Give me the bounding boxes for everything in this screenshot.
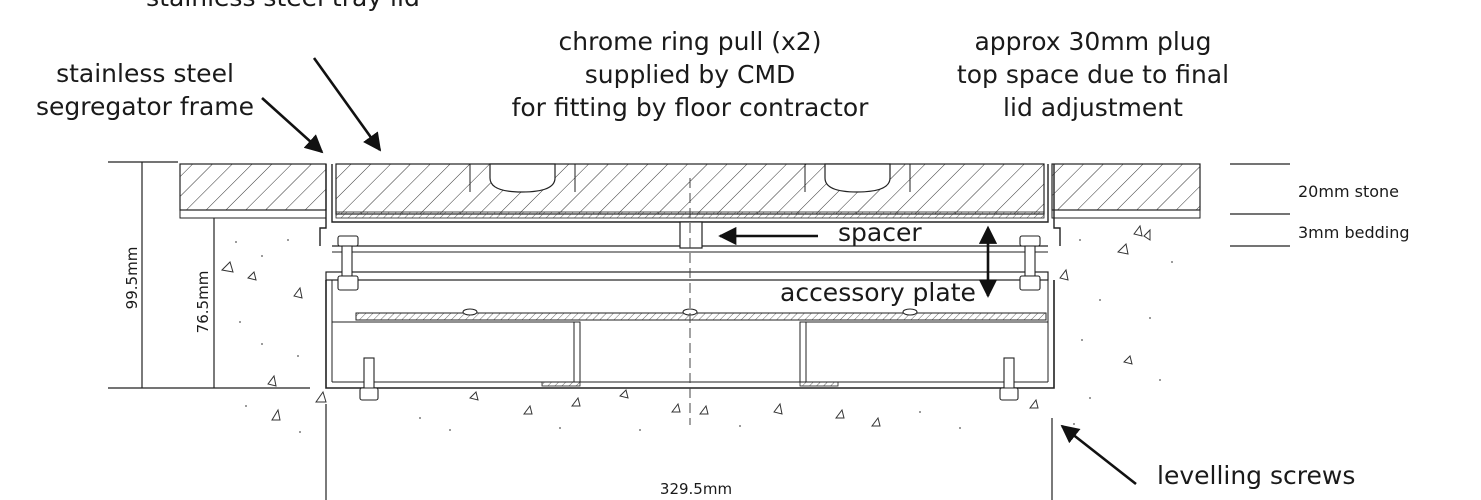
screed-aggregate [220, 224, 1151, 427]
spacer-label: spacer [838, 218, 922, 247]
plug-label-line2: top space due to final [957, 60, 1229, 89]
inner-height-dimension: 76.5mm [194, 271, 212, 334]
height-dimension-lines [108, 161, 310, 389]
tray-lid [335, 163, 1045, 219]
bedding-label: 3mm bedding [1298, 223, 1410, 242]
plug-label-line1: approx 30mm plug [974, 27, 1211, 56]
ring-pull-label-line1: chrome ring pull (x2) [559, 27, 822, 56]
stone-floor-layer [179, 163, 1201, 219]
width-dimension: 329.5mm [660, 480, 732, 498]
spacer-block [679, 221, 703, 249]
ring-pull-label-line2: supplied by CMD [585, 60, 796, 89]
ring-pull-label-line3: for fitting by floor contractor [512, 93, 870, 122]
width-dimension-lines [325, 404, 1053, 500]
stone-label: 20mm stone [1298, 182, 1399, 201]
levelling-screws-label: levelling screws [1157, 461, 1355, 490]
layer-marker-lines [1230, 163, 1290, 247]
screed-speckle [235, 239, 1173, 433]
accessory-plate-body [325, 271, 1049, 321]
leader-arrows [261, 57, 1137, 486]
accessory-plate-label: accessory plate [780, 278, 976, 307]
plug-label-line3: lid adjustment [1003, 93, 1183, 122]
tray-lid-label: stainless steel tray lid [146, 0, 420, 12]
levelling-screw-set [337, 235, 1041, 401]
frame-label-line1: stainless steel [56, 59, 234, 88]
total-height-dimension: 99.5mm [123, 247, 141, 310]
frame-label-line2: segregator frame [36, 92, 254, 121]
